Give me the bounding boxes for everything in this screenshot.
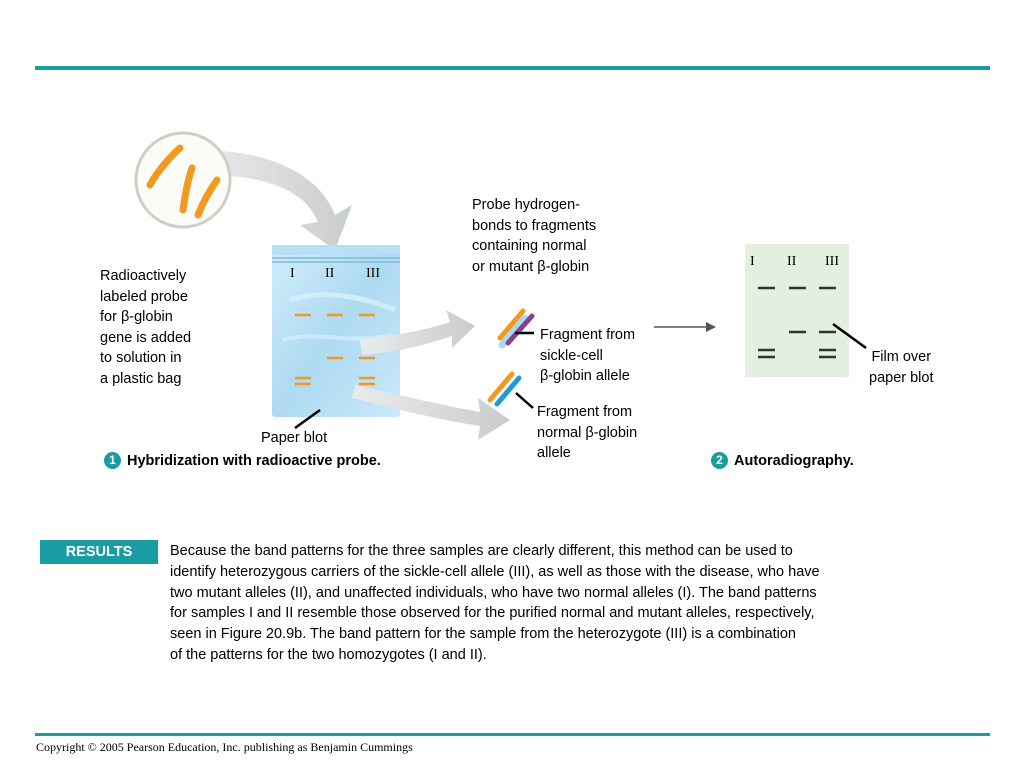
results-badge: RESULTS — [40, 540, 158, 564]
probe-bonds-label: Probe hydrogen- bonds to fragments conta… — [472, 195, 596, 277]
step-1-number: 1 — [104, 452, 121, 469]
results-text: Because the band patterns for the three … — [170, 541, 970, 666]
to-film-arrow — [654, 322, 716, 332]
film-label: Film over paper blot — [869, 347, 934, 388]
film-lane-label-3: III — [825, 254, 839, 270]
film-over-blot — [745, 244, 866, 377]
probe-label: Radioactively labeled probe for β-globin… — [100, 266, 191, 389]
copyright-notice: Copyright © 2005 Pearson Education, Inc.… — [36, 740, 413, 755]
paper-blot-label: Paper blot — [261, 428, 327, 449]
bag-lane-label-2: II — [325, 266, 334, 282]
sickle-fragment — [500, 311, 534, 345]
bag-lane-label-1: I — [290, 266, 295, 282]
film-lane-label-1: I — [750, 254, 755, 270]
step-1: 1 Hybridization with radioactive probe. — [104, 452, 381, 469]
bag-lane-label-3: III — [366, 266, 380, 282]
film-lane-label-2: II — [787, 254, 796, 270]
sickle-fragment-label: Fragment from sickle-cell β-globin allel… — [540, 325, 635, 387]
bottom-rule — [35, 733, 990, 736]
step-2-title: Autoradiography. — [734, 453, 854, 469]
step-2: 2 Autoradiography. — [711, 452, 854, 469]
step-1-title: Hybridization with radioactive probe. — [127, 453, 381, 469]
normal-fragment-label: Fragment from normal β-globin allele — [537, 402, 637, 464]
step-2-number: 2 — [711, 452, 728, 469]
normal-fragment — [490, 374, 533, 408]
probe-magnified-circle — [136, 133, 230, 227]
